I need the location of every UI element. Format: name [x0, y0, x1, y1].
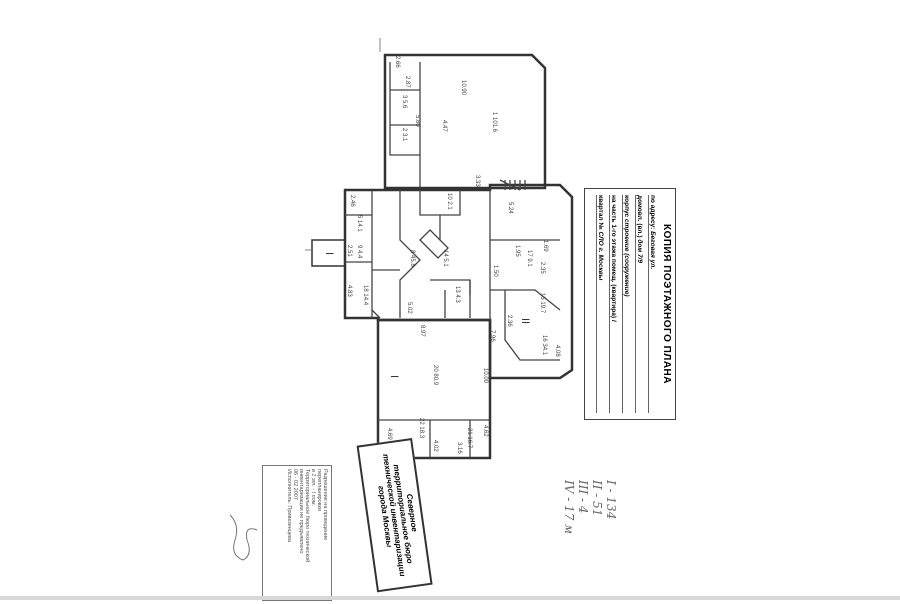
stamp-line: Территориальное бюро технической инвента…	[298, 469, 310, 563]
stamp-heading: КОПИЯ ПОЭТАЖНОГО ПЛАНА	[661, 223, 672, 384]
scan-edge	[0, 596, 900, 600]
room-label-22: 22 18.3	[418, 418, 424, 439]
wall-top-block	[383, 53, 547, 190]
entrance	[311, 239, 345, 267]
partition	[389, 62, 421, 156]
dimension: 2.46	[349, 195, 355, 207]
room-label-1: 1 101.6	[491, 112, 497, 133]
stamp-signer: Исполнитель: Привезенцева	[286, 469, 292, 542]
permission-stamp: Разрешение на проведение перепланировки …	[262, 465, 332, 601]
dimension: 4.47	[441, 120, 447, 132]
room-label-9: 9 4.4	[356, 245, 362, 259]
wall-middle-block	[343, 183, 574, 380]
dimension: 3.16	[456, 442, 462, 454]
room-label-15: 15 19.7	[539, 293, 545, 314]
room-label-5: 5 14.1	[356, 215, 362, 232]
dimension: 2.66	[394, 56, 400, 68]
dimension: 4.62	[482, 425, 488, 437]
dimension: 5.24	[507, 202, 513, 214]
stamp-row: корпус строение (сооружение)	[622, 195, 630, 413]
dimension: 4.08	[554, 345, 560, 357]
dimension: 1.69	[542, 240, 548, 252]
dimension: 5.80	[414, 115, 420, 127]
summary-note: II - 51	[590, 480, 604, 517]
stamp-row: по адресу: Беговая ул.	[648, 195, 656, 413]
section-mark: I	[323, 252, 335, 256]
dimension: 4.69	[386, 428, 392, 440]
room-label-21: 21 16.7	[466, 428, 472, 449]
section-mark: I	[388, 375, 400, 379]
dimension: 4.02	[432, 440, 438, 452]
wall-bottom-block	[376, 318, 492, 460]
room-label-2: 2 3.1	[401, 128, 407, 142]
summary-note: III - 4	[576, 480, 590, 514]
dimension: 3.33	[474, 175, 480, 187]
dimension: 10.00	[482, 368, 488, 384]
stamp-row: домовл. (вл.) дом 7/9	[635, 195, 643, 413]
summary-note: I - 134	[604, 480, 618, 520]
room-label-20: 20 80.9	[432, 365, 438, 386]
stamp-row: квартал № СЛО г. Москвы	[596, 195, 604, 413]
stamp-line: Разрешение на проведение	[322, 469, 328, 541]
dimension: 1.95	[514, 245, 520, 257]
stamp-line: в 1 эт. - I пом.	[310, 469, 316, 507]
dimension: 10.90	[460, 80, 466, 96]
dimension: 1.50	[492, 265, 498, 277]
room-label-8: 8 45.8	[409, 250, 415, 267]
room-label-13: 13 4.3	[454, 286, 460, 303]
title-stamp: КОПИЯ ПОЭТАЖНОГО ПЛАНА по адресу: Бегова…	[584, 188, 676, 420]
dimension: 2.36	[506, 315, 512, 327]
dimension: 4.83	[346, 285, 352, 297]
dimension: 5.02	[406, 302, 412, 314]
dimension: 7.96	[489, 330, 495, 342]
room-label-18: 18 14.4	[362, 285, 368, 306]
dimension: 2.35	[539, 262, 545, 274]
dimension: 8.97	[419, 325, 425, 337]
summary-note: IV - 17 м	[562, 480, 576, 535]
dimension: 2.87	[404, 76, 410, 88]
stamp-row: на часть 1-го этажа помещ. (квартира) I	[609, 195, 617, 413]
room-label-16: 16 34.1	[541, 335, 547, 356]
room-label-14: 14 5.1	[442, 250, 448, 267]
section-mark: II	[519, 318, 531, 325]
room-label-10: 10 2.1	[446, 193, 452, 210]
dimension: 2.51	[346, 245, 352, 257]
room-label-17: 17 9.1	[526, 250, 532, 267]
room-label-3: 3 5.6	[401, 95, 407, 109]
